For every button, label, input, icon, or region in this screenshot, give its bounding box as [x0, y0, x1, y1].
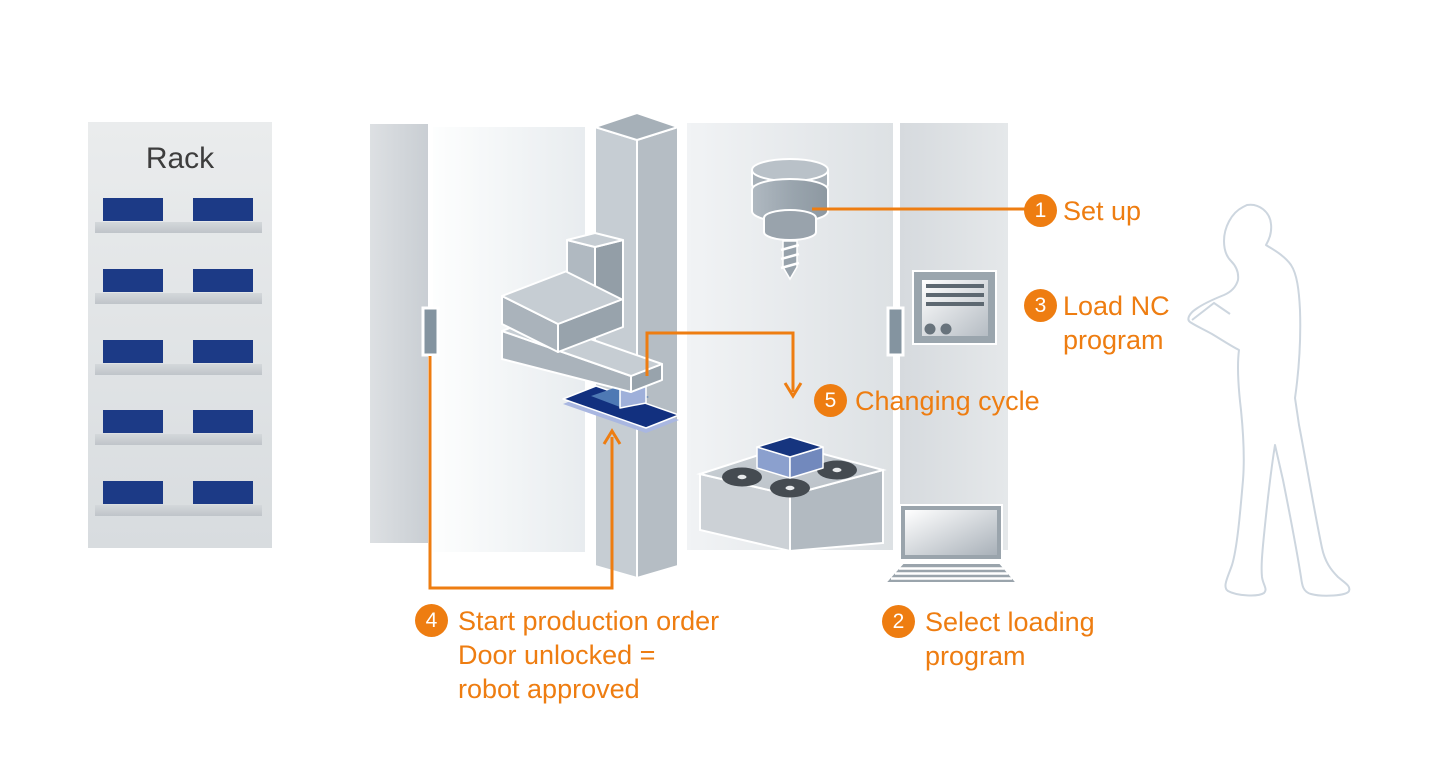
tablet-outline: [1191, 301, 1231, 321]
laptop-screen: [905, 510, 997, 555]
step-label-line: Door unlocked =: [458, 640, 656, 670]
step-label-line: program: [925, 641, 1026, 671]
step-badge-5: 5: [814, 384, 847, 417]
door-handle-right-icon: [886, 306, 905, 357]
arrow-up-icon: [602, 428, 622, 445]
robot-arm-beams: [501, 232, 663, 393]
step-label-line: Start production order: [458, 606, 720, 636]
robot-arm-icon: [501, 232, 680, 433]
rack-shelf: [95, 410, 262, 445]
rack-shelf-board: [95, 293, 262, 304]
person-silhouette-icon: [1187, 203, 1351, 597]
step-label-3: Load NC program: [1063, 289, 1170, 357]
step-badge-1: 1: [1024, 194, 1057, 227]
step-label-4: Start production order Door unlocked = r…: [458, 604, 719, 706]
rack-box: [103, 410, 163, 433]
step-label-5: Changing cycle: [855, 384, 1040, 418]
connector-step4-door-unlock: [428, 356, 614, 590]
rack-box: [193, 410, 253, 433]
machine-table-icon: [696, 436, 887, 553]
rack-shelf: [95, 269, 262, 304]
step-label-line: Set up: [1063, 196, 1142, 226]
rack-shelf-board: [95, 434, 262, 445]
chuck-icon: [770, 478, 810, 498]
rack-box: [103, 481, 163, 504]
rack-box: [103, 269, 163, 292]
drill-bit-icon: [780, 240, 800, 281]
rack-shelf: [95, 340, 262, 375]
step-badge-3: 3: [1024, 289, 1057, 322]
step-label-2: Select loading program: [925, 605, 1095, 673]
step-label-line: program: [1063, 325, 1164, 355]
connector-lines: [428, 207, 1026, 590]
chuck-icon: [722, 467, 762, 487]
hmi-text-line: [926, 302, 984, 306]
rack-shelf: [95, 481, 262, 516]
robot-column-cap: [594, 112, 679, 141]
chuck-icon: [817, 460, 857, 480]
arrow-down-icon: [783, 382, 803, 399]
step-label-1: Set up: [1063, 194, 1141, 228]
rack-panel: [88, 122, 272, 548]
step-badge-2: 2: [882, 605, 915, 638]
rack-box: [193, 198, 253, 221]
workpiece-icon: [756, 436, 824, 479]
hmi-button: [940, 323, 952, 335]
milling-spindle-icon: [751, 158, 829, 281]
robot-column-right-face: [636, 126, 679, 579]
rack-shelf: [95, 198, 262, 233]
rack-box: [193, 340, 253, 363]
rack-box: [193, 269, 253, 292]
hmi-button: [924, 323, 936, 335]
rack-label: Rack: [145, 142, 215, 175]
control-panel-icon: [912, 270, 997, 345]
step-label-line: robot approved: [458, 674, 640, 704]
rack-box: [193, 481, 253, 504]
connector-step5-changing-cycle: [645, 331, 795, 392]
step-label-line: Load NC: [1063, 291, 1170, 321]
rack-cabinet: [88, 122, 272, 548]
hmi-text-line: [926, 284, 984, 288]
laptop-icon: [882, 504, 1020, 584]
rack-shelf-board: [95, 505, 262, 516]
rack-shelf-board: [95, 364, 262, 375]
rack-box: [103, 198, 163, 221]
rack-shelf-board: [95, 222, 262, 233]
rack-box: [103, 340, 163, 363]
fence-panel-left: [370, 124, 428, 543]
hmi-text-line: [926, 293, 984, 297]
step-label-line: Changing cycle: [855, 386, 1040, 416]
step-label-line: Select loading: [925, 607, 1095, 637]
door-handle-left-icon: [421, 306, 440, 357]
shoulder-post-cap: [566, 232, 624, 248]
step-badge-4: 4: [415, 604, 448, 637]
